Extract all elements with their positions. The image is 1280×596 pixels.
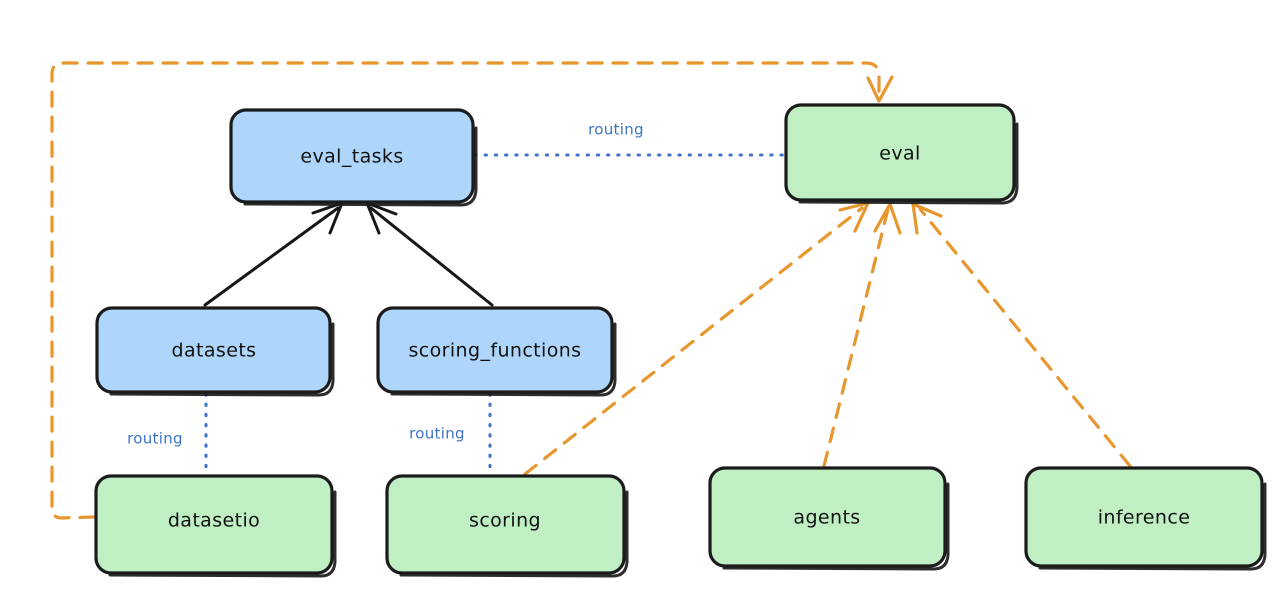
node-eval-label: eval [879,143,920,165]
edge-datasetio-to-eval-arrowhead [866,75,894,103]
node-eval[interactable]: eval [784,103,1019,205]
node-datasets-label: datasets [172,340,257,362]
edge-agents-to-eval-path [822,207,890,468]
node-eval_tasks[interactable]: eval_tasks [229,108,478,207]
edge-label-routing-scoring_functions-scoring: routing [409,425,465,443]
node-scoring[interactable]: scoring [385,474,629,578]
node-datasetio-box[interactable] [94,474,334,575]
nodes-layer: eval_tasks eval datasets scoring_functio… [94,103,1267,578]
edge-inference-to-eval-path [918,207,1132,468]
node-inference[interactable]: inference [1024,466,1267,571]
node-datasetio-shadow [108,490,337,578]
node-inference-box[interactable] [1024,466,1264,568]
node-datasets-box[interactable] [95,306,332,394]
edge-inference-to-eval [911,202,1132,468]
node-datasetio[interactable]: datasetio [94,474,337,578]
node-eval_tasks-shadow [243,126,478,207]
node-scoring_functions-shadow [390,322,617,397]
node-inference-label: inference [1098,507,1191,529]
node-scoring_functions[interactable]: scoring_functions [376,306,617,397]
edge-label-routing-datasets-datasetio: routing [127,430,183,448]
edges-layer [50,61,1132,520]
edge-datasetio-to-eval [50,61,894,520]
edge-labels-layer: routing routing routing [127,121,644,448]
node-scoring-box[interactable] [385,474,626,575]
node-scoring_functions-box[interactable] [376,306,614,394]
edge-label-routing-eval_tasks-eval: routing [588,121,644,139]
edge-scoring-to-eval-path [523,206,864,476]
edge-datasets-to-eval_tasks-path [203,206,340,307]
edge-agents-to-eval [822,202,902,468]
node-agents-box[interactable] [708,466,947,568]
edge-datasets-to-eval_tasks [203,201,344,307]
node-scoring_functions-label: scoring_functions [409,340,582,362]
node-agents-label: agents [793,507,860,529]
node-eval_tasks-box[interactable] [229,108,475,204]
node-datasetio-label: datasetio [168,510,260,532]
node-datasets[interactable]: datasets [95,306,335,397]
node-inference-shadow [1038,482,1267,571]
node-agents-shadow [722,482,950,571]
edge-agents-to-eval-arrowhead [873,202,902,235]
node-eval_tasks-label: eval_tasks [300,146,403,168]
edge-scoring_functions-to-eval_tasks [365,201,494,307]
edge-datasetio-to-eval-path [50,61,881,520]
node-agents[interactable]: agents [708,466,950,571]
node-scoring-shadow [399,490,629,578]
edge-scoring-to-eval-arrowhead [838,201,870,233]
edge-scoring_functions-to-eval_tasks-path [369,206,494,307]
node-eval-box[interactable] [784,103,1016,202]
node-datasets-shadow [109,322,335,397]
node-eval-shadow [798,122,1019,205]
node-scoring-label: scoring [469,510,541,532]
